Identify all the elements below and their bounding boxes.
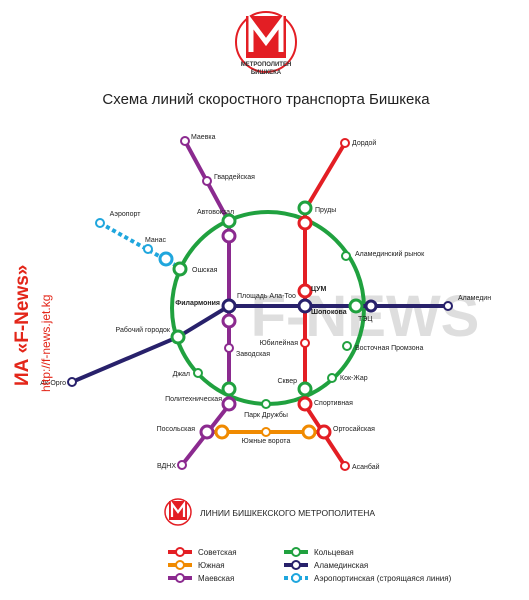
station-kok-zhar[interactable] <box>327 373 337 383</box>
label-oshskaya: Ошская <box>192 267 218 274</box>
navy-line <box>71 304 448 384</box>
label-aeroport: Аэропорт <box>110 211 142 218</box>
label-ploschad-ala-too: Площадь Ала-Тоо <box>237 293 296 300</box>
station-dzhal[interactable] <box>193 368 203 378</box>
metro-logo: МЕТРОПОЛИТЕН БИШКЕКА <box>235 11 297 76</box>
interchange-shopokova[interactable] <box>348 298 364 314</box>
station-vdnh[interactable] <box>177 460 187 470</box>
legend-item-maevskaya: Маевская <box>168 573 234 583</box>
label-maevka: Маевка <box>191 134 216 141</box>
interchange-rabochiy-gorodok[interactable] <box>170 329 186 345</box>
legend-title: ЛИНИИ БИШКЕКСКОГО МЕТРОПОЛИТЕНА <box>200 508 375 518</box>
label-zavodskaya: Заводская <box>236 351 270 358</box>
station-alamedinskiy-rynok[interactable] <box>341 251 351 261</box>
legend-logo <box>164 498 192 526</box>
station-ak-orgo[interactable] <box>67 377 77 387</box>
station-vostochnaya-promzona[interactable] <box>342 341 352 351</box>
station-aeroport[interactable] <box>95 218 105 228</box>
label-vdnh: ВДНХ <box>157 463 176 470</box>
station-tets[interactable] <box>364 299 378 313</box>
svg-text:Южная: Южная <box>198 561 225 570</box>
label-kok-zhar: Кок-Жар <box>340 375 368 382</box>
station-yuzhnye-vorota[interactable] <box>261 427 271 437</box>
interchange-tsum[interactable] <box>297 283 313 314</box>
station-maevka[interactable] <box>180 136 190 146</box>
legend-item-alamedinskaya: Аламединская <box>284 560 368 570</box>
label-tets: ТЭЦ <box>358 316 373 323</box>
station-park-druzhby[interactable] <box>261 399 271 409</box>
watermark-agency: ИА «F-News» <box>12 265 33 386</box>
label-alamedin: Аламедин <box>458 295 491 302</box>
label-rabochiy-gorodok: Рабочий городок <box>116 326 171 334</box>
station-zavodskaya[interactable] <box>224 343 234 353</box>
label-ak-orgo: Ак-Орго <box>40 380 66 387</box>
page-title: Схема линий скоростного транспорта Бишке… <box>102 91 430 108</box>
legend-item-koltsevaya: Кольцевая <box>284 547 354 557</box>
legend-item-yuzhnaya: Южная <box>168 560 225 570</box>
label-dordoy: Дордой <box>352 139 376 147</box>
svg-text:Маевская: Маевская <box>198 574 234 583</box>
label-manas: Манас <box>145 237 167 244</box>
station-gvardeyskaya[interactable] <box>202 176 212 186</box>
interchange-politehnicheskaya[interactable] <box>221 381 237 412</box>
interchange-ortosayskaya[interactable] <box>301 424 332 440</box>
logo-text-1: МЕТРОПОЛИТЕН <box>241 62 292 68</box>
label-alamedinskiy-rynok: Аламединский рынок <box>355 250 425 258</box>
legend-item-aeroportinskaya: Аэропортинская (строящаяся линия) <box>284 573 452 583</box>
logo-text-2: БИШКЕКА <box>251 70 282 76</box>
label-park-druzhby: Парк Дружбы <box>244 411 288 419</box>
label-dzhal: Джал <box>173 371 190 378</box>
station-yubileynaya[interactable] <box>300 338 310 348</box>
station-alamedin[interactable] <box>443 301 453 311</box>
label-sportivnaya: Спортивная <box>314 400 353 407</box>
label-yuzhnye-vorota: Южные ворота <box>242 438 291 445</box>
label-filarmoniya: Филармония <box>175 300 220 307</box>
label-vostochnaya-promzona: Восточная Промзона <box>355 345 424 352</box>
interchange-avtovokzal[interactable] <box>221 213 237 244</box>
interchange-oshskaya[interactable] <box>158 251 188 277</box>
station-dordoy[interactable] <box>340 138 350 148</box>
svg-text:Кольцевая: Кольцевая <box>314 548 354 557</box>
label-posolskaya: Посольская <box>157 426 196 433</box>
interchange-skver[interactable] <box>297 381 313 412</box>
label-tsum: ЦУМ <box>311 286 326 293</box>
watermark-url[interactable]: http://f-news.jet.kg <box>39 295 53 392</box>
label-yubileynaya: Юбилейная <box>260 339 299 347</box>
label-avtovokzal: Автовокзал <box>197 209 234 216</box>
label-shopokova: Шопокова <box>311 309 347 316</box>
station-asanbay[interactable] <box>340 461 350 471</box>
label-asanbay: Асанбай <box>352 463 380 471</box>
label-skver: Сквер <box>277 378 297 385</box>
svg-text:Советская: Советская <box>198 548 237 557</box>
legend: ЛИНИИ БИШКЕКСКОГО МЕТРОПОЛИТЕНА Советска… <box>164 498 452 583</box>
interchange-prudy[interactable] <box>297 200 313 231</box>
svg-text:Аэропортинская (строящаяся лин: Аэропортинская (строящаяся линия) <box>314 574 452 583</box>
label-gvardeyskaya: Гвардейская <box>214 173 255 181</box>
label-politehnicheskaya: Политехническая <box>165 396 222 403</box>
label-prudy: Пруды <box>315 207 336 214</box>
label-ortosayskaya: Ортосайская <box>333 425 375 433</box>
svg-text:Аламединская: Аламединская <box>314 561 368 570</box>
interchange-posolskaya[interactable] <box>199 424 230 440</box>
station-manas[interactable] <box>143 244 153 254</box>
legend-item-sovetskaya: Советская <box>168 547 237 557</box>
interchange-ala-too[interactable] <box>221 298 237 329</box>
